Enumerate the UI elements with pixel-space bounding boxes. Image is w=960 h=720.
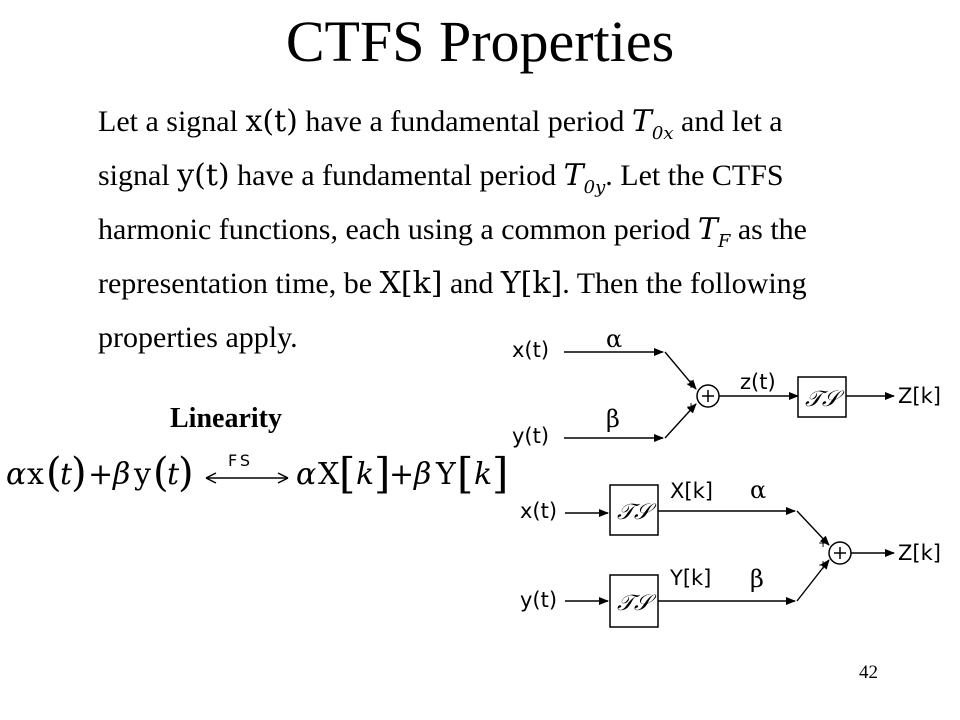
bottom-x-input-label: x(t) — [520, 499, 557, 523]
top-y-input-label: y(t) — [512, 424, 549, 448]
text-segment: Let a signal — [98, 105, 246, 138]
paragraph-line-1: Let a signal x(t) have a fundamental per… — [98, 95, 878, 149]
bottom-Xk-label: X[k] — [670, 479, 713, 503]
bottom-y-input-label: y(t) — [520, 588, 557, 612]
paragraph-line-3: harmonic functions, each using a common … — [98, 203, 878, 257]
eq-rbracket: ] — [374, 449, 390, 498]
math-T: T — [697, 212, 718, 247]
top-plus-sign-1: + — [686, 377, 696, 391]
top-alpha-label: α — [606, 325, 622, 353]
math-X-of-k: X[k] — [379, 266, 443, 301]
eq-X: X — [318, 457, 340, 492]
paragraph-line-5: properties apply. — [98, 321, 298, 354]
bottom-fs-block-x-label: 𝒯𝒮 — [617, 500, 657, 525]
eq-beta-1: β — [112, 457, 130, 492]
top-fs-block — [797, 376, 847, 418]
eq-alpha-1: α — [6, 457, 26, 492]
eq-rbracket: ] — [492, 449, 508, 498]
eq-rparen: ) — [178, 450, 194, 496]
top-x-diagonal — [664, 351, 697, 390]
text-segment: representation time, be — [98, 267, 380, 300]
eq-Y: Y — [435, 457, 457, 492]
math-y-of-t: y(t) — [177, 158, 230, 193]
eq-rparen: ) — [71, 450, 87, 496]
eq-k: k — [474, 457, 492, 492]
math-subscript-F: F — [717, 231, 731, 252]
text-segment: and let a — [673, 105, 783, 138]
definition-paragraph: Let a signal x(t) have a fundamental per… — [98, 95, 878, 365]
eq-lbracket: [ — [339, 449, 355, 498]
top-y-diagonal — [664, 403, 697, 439]
bottom-plus-sign-1: + — [818, 536, 828, 550]
eq-t: t — [60, 457, 73, 492]
top-fs-block-label: 𝒯𝒮 — [805, 387, 845, 412]
eq-plus: + — [88, 457, 113, 492]
math-x-of-t: x(t) — [245, 104, 298, 139]
bottom-fs-block-x — [609, 484, 659, 536]
linearity-equation: α x ( t ) + β y ( t ) FS α X [ k ] + β Y… — [6, 449, 508, 498]
eq-y: y — [133, 457, 151, 492]
paragraph-line-2: signal y(t) have a fundamental period T0… — [98, 149, 878, 203]
paragraph-line-4: representation time, be X[k] and Y[k]. T… — [98, 257, 878, 311]
eq-lparen: ( — [46, 450, 62, 496]
bottom-fs-block-y-label: 𝒯𝒮 — [617, 591, 657, 616]
top-x-input-label: x(t) — [512, 338, 549, 362]
block-diagrams: x(t) α y(t) β + + z(t) 𝒯𝒮 Z[k] x(t) 𝒯𝒮 X… — [512, 325, 941, 628]
eq-alpha-2: α — [296, 457, 316, 492]
top-diagram: x(t) α y(t) β + + z(t) 𝒯𝒮 Z[k] — [512, 325, 941, 448]
eq-k: k — [356, 457, 374, 492]
bottom-Yk-label: Y[k] — [669, 566, 711, 590]
slide-title: CTFS Properties — [285, 9, 675, 74]
math-subscript-0y: 0y — [583, 177, 606, 198]
bottom-output-label: Z[k] — [898, 541, 941, 565]
fs-arrow-left-head — [205, 472, 217, 484]
top-z-t-label: z(t) — [740, 370, 776, 394]
eq-beta-2: β — [413, 457, 431, 492]
top-plus-sign-2: + — [686, 400, 696, 414]
bottom-X-diagonal — [796, 510, 830, 546]
top-beta-label: β — [606, 405, 620, 433]
math-T: T — [631, 104, 652, 139]
bottom-plus-sign-2: + — [818, 558, 828, 572]
text-segment: . Let the CTFS — [605, 159, 784, 192]
text-segment: . Then the following — [562, 267, 807, 300]
bottom-Y-diagonal — [796, 559, 830, 602]
math-subscript-0x: 0x — [651, 123, 674, 144]
math-Y-of-k: Y[k] — [500, 266, 563, 301]
eq-lbracket: [ — [457, 449, 473, 498]
eq-x: x — [27, 457, 44, 492]
text-segment: have a fundamental period — [229, 159, 564, 192]
fs-arrow-right-head — [277, 472, 289, 484]
bottom-fs-block-y — [609, 574, 659, 628]
page-number: 42 — [859, 662, 878, 683]
text-segment: and — [442, 267, 501, 300]
eq-lparen: ( — [153, 450, 169, 496]
text-segment: signal — [98, 159, 178, 192]
bottom-beta-label: β — [750, 565, 764, 593]
math-T: T — [563, 158, 584, 193]
eq-plus: + — [389, 457, 414, 492]
bottom-alpha-label: α — [750, 476, 766, 504]
eq-t: t — [167, 457, 180, 492]
text-segment: have a fundamental period — [297, 105, 632, 138]
bottom-diagram: x(t) 𝒯𝒮 X[k] α y(t) 𝒯𝒮 Y[k] β + + Z[k] — [520, 476, 941, 628]
top-output-label: Z[k] — [898, 384, 941, 408]
text-segment: as the — [730, 213, 807, 246]
linearity-label: Linearity — [170, 403, 282, 434]
eq-fs-label: FS — [228, 451, 253, 470]
text-segment: harmonic functions, each using a common … — [98, 213, 698, 246]
